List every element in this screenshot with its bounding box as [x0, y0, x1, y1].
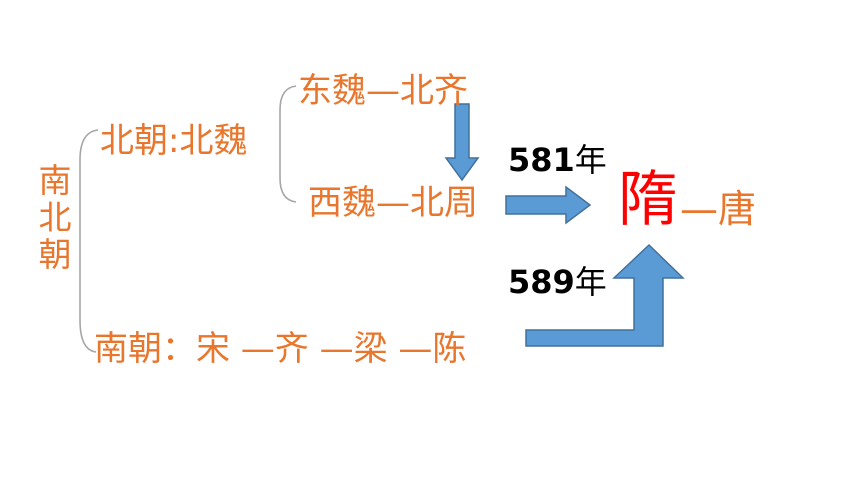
year-581-unit: 年 — [574, 141, 607, 179]
year-589: 589年 — [508, 266, 607, 298]
north-dynasty-label: 北朝:北魏 — [100, 121, 248, 161]
year-581-number: 581 — [508, 141, 575, 179]
east-wei-northern-qi: 东魏—北齐 — [298, 71, 468, 111]
southern-northern-dynasties-label: 南 北 朝 — [35, 161, 75, 274]
side-char-3: 朝 — [38, 234, 72, 274]
year-581: 581年 — [508, 144, 607, 176]
main-brace — [79, 129, 99, 353]
bent-arrow-589 — [525, 243, 685, 347]
down-arrow — [444, 103, 480, 182]
tang-dynasty: —唐 — [680, 187, 757, 231]
north-brace — [279, 85, 297, 203]
year-589-number: 589 — [508, 263, 575, 301]
south-dynasty-sequence: 南朝：宋 —齐 —梁 —陈 — [94, 329, 467, 369]
side-char-2: 北 — [38, 197, 72, 237]
sui-dynasty: 隋 — [618, 165, 678, 235]
side-char-1: 南 — [38, 161, 72, 200]
right-arrow-581 — [505, 185, 592, 225]
west-wei-northern-zhou: 西魏—北周 — [308, 183, 478, 223]
year-589-unit: 年 — [574, 263, 607, 301]
